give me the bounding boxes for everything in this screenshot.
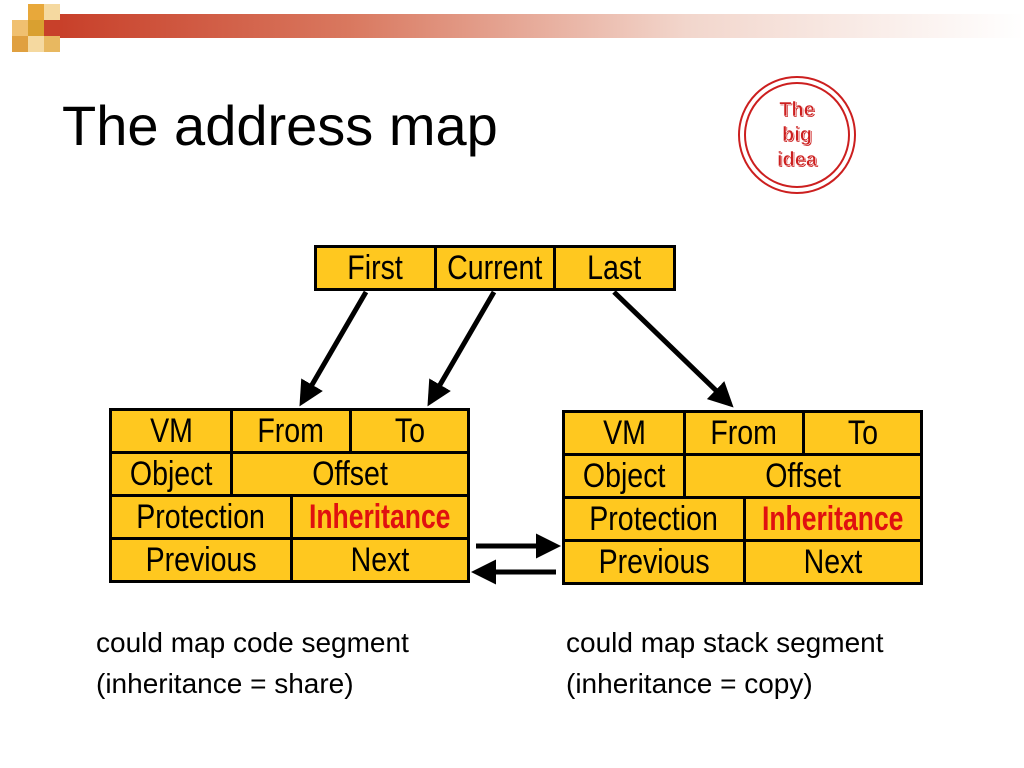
right-previous-cell: Previous — [562, 539, 746, 585]
left-to-cell: To — [349, 408, 470, 454]
right-to-cell: To — [802, 410, 923, 456]
badge-line-1: The — [779, 98, 815, 121]
right-protection-cell: Protection — [562, 496, 746, 542]
left-caption-line-2: (inheritance = share) — [96, 668, 354, 699]
left-caption-line-1: could map code segment — [96, 627, 409, 658]
title-decoration-bar — [60, 14, 1024, 38]
right-offset-cell: Offset — [683, 453, 923, 499]
right-next-cell: Next — [743, 539, 923, 585]
left-next-cell: Next — [290, 537, 470, 583]
left-caption: could map code segment (inheritance = sh… — [96, 622, 409, 704]
left-inheritance-cell: Inheritance — [290, 494, 470, 540]
last-cell: Last — [553, 245, 676, 291]
first-to-left-arrow — [299, 290, 369, 407]
current-to-left-arrow — [427, 290, 497, 407]
slide-title: The address map — [62, 94, 498, 157]
left-vm-cell: VM — [109, 408, 233, 454]
badge-line-2: big — [782, 123, 813, 146]
right-caption-line-2: (inheritance = copy) — [566, 668, 813, 699]
right-caption: could map stack segment (inheritance = c… — [566, 622, 884, 704]
badge-line-3: idea — [776, 148, 818, 171]
big-idea-badge: The big idea — [738, 76, 856, 194]
left-protection-cell: Protection — [109, 494, 293, 540]
last-to-right-arrow — [612, 290, 734, 408]
right-inheritance-cell: Inheritance — [743, 496, 923, 542]
left-previous-cell: Previous — [109, 537, 293, 583]
right-from-cell: From — [683, 410, 805, 456]
right-caption-line-1: could map stack segment — [566, 627, 884, 658]
